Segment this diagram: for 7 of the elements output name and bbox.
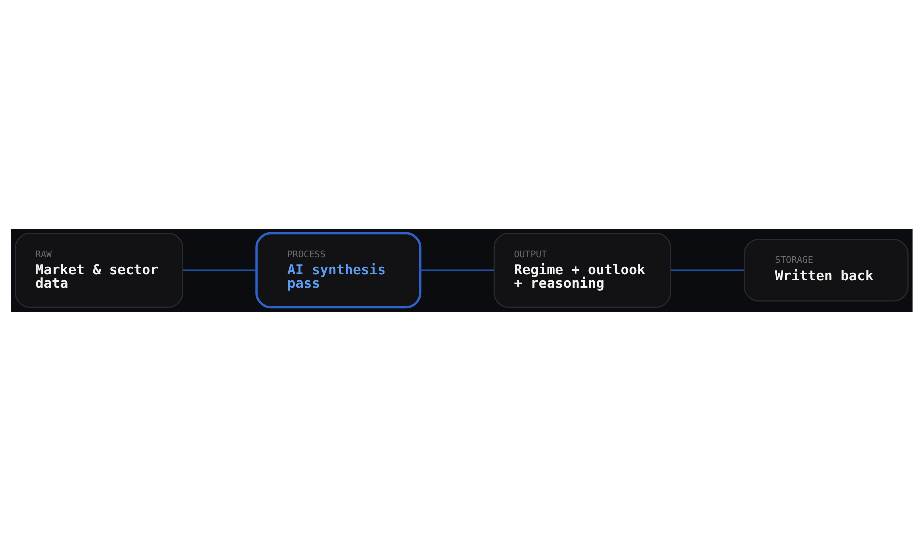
node-box: STORAGE Written back: [744, 238, 909, 302]
connector: [670, 269, 744, 271]
connector: [183, 269, 256, 271]
node-box: RAW Market & sector data: [15, 232, 184, 308]
node-box: PROCESS AI synthesis pass: [256, 232, 422, 308]
node-box: OUTPUT Regime + outlook + reasoning: [494, 232, 672, 308]
connector: [420, 269, 494, 271]
